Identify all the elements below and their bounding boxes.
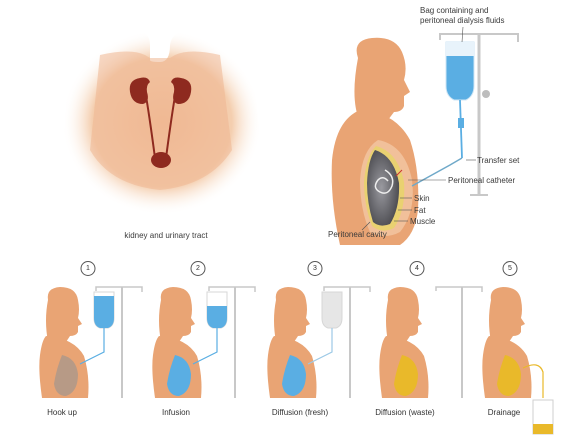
step-3-head: [274, 287, 310, 342]
peritoneal-cavity-label: Peritoneal cavity: [328, 230, 387, 240]
torso-front-figure: [62, 30, 262, 215]
step-1-number: 1: [81, 261, 96, 276]
step-5-drain-fluid: [533, 424, 553, 434]
step-3-label: Diffusion (fresh): [272, 408, 328, 417]
bag-label-line1: Bag containing and: [420, 6, 489, 16]
muscle-label: Muscle: [410, 217, 435, 227]
step-4-head: [386, 287, 422, 342]
dialysis-bag-main: [412, 42, 474, 186]
step-5-head: [489, 287, 525, 342]
step-1-iv-hook: [96, 287, 142, 292]
step-1-label: Hook up: [47, 408, 77, 417]
step-5-label: Drainage: [488, 408, 520, 417]
step-3-iv-hook: [324, 287, 370, 292]
step-4-number: 4: [410, 261, 425, 276]
step-3-bag: [322, 292, 342, 328]
transfer-set-label: Transfer set: [477, 156, 519, 166]
peritoneal-catheter-label: Peritoneal catheter: [448, 176, 515, 186]
step-1-head: [46, 287, 82, 342]
step-4-label: Diffusion (waste): [375, 408, 434, 417]
step-3-number: 3: [308, 261, 323, 276]
step-2-number: 2: [191, 261, 206, 276]
skin-label: Skin: [414, 194, 430, 204]
step-2-label: Infusion: [162, 408, 190, 417]
fat-label: Fat: [414, 206, 426, 216]
step-4-iv-hook: [436, 287, 482, 292]
bladder: [151, 152, 171, 168]
step-2-head: [159, 287, 195, 342]
kidney-caption: kidney and urinary tract: [124, 231, 207, 241]
bag-label-line2: peritoneal dialysis fluids: [420, 16, 505, 26]
step-5-number: 5: [503, 261, 518, 276]
step-1-bag-fluid: [94, 296, 114, 328]
step-2-iv-hook: [209, 287, 255, 292]
step-2-bag-fluid: [207, 306, 227, 328]
